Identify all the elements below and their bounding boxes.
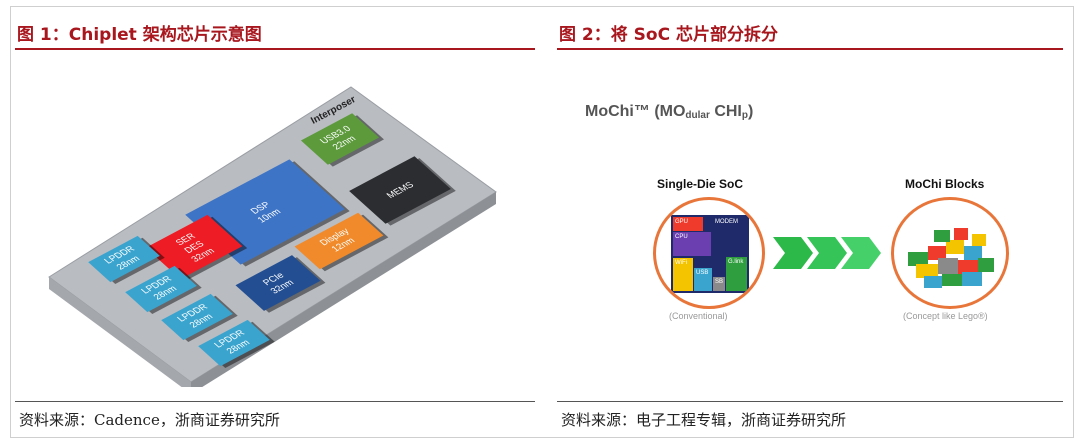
left-panel: 图 1：Chiplet 架构芯片示意图 Interposer USB3.0 22… (11, 7, 541, 437)
chiplet-diagram: Interposer USB3.0 22nm DSP 10nm MEMS SER… (41, 67, 521, 387)
right-source-rule (557, 401, 1063, 402)
chevron-arrow-2 (807, 237, 847, 269)
soc-block-cpu-label: CPU (675, 234, 688, 240)
lego-circle (891, 197, 1009, 309)
left-title-rule (15, 48, 535, 50)
mochi-heading: MoChi™ (MOdular CHIp) (585, 103, 753, 121)
figure-frame: 图 1：Chiplet 架构芯片示意图 Interposer USB3.0 22… (10, 6, 1074, 438)
soc-block-glink-label: G.link (728, 259, 744, 265)
chip-serdes-label: SER DES 32nm (172, 230, 217, 264)
mochi-blocks-label: MoChi Blocks (905, 177, 985, 191)
soc-block-cpu: CPU (673, 232, 711, 256)
mochi-heading-sub2: p (741, 110, 748, 121)
soc-block-glink: G.link (726, 257, 747, 291)
interposer-board: Interposer USB3.0 22nm DSP 10nm MEMS SER… (41, 67, 521, 387)
soc-block-usb-label: USB (696, 270, 709, 276)
left-source-rule (15, 401, 535, 402)
mochi-heading-sub1: dular (685, 110, 710, 121)
soc-block-modem-label: MODEM (715, 219, 738, 225)
soc-circle: GPU CPU MODEM WiFi USB G.link SB (653, 197, 765, 309)
interposer-left-face (49, 277, 191, 387)
left-source: 资料来源：Cadence，浙商证券研究所 (19, 411, 280, 429)
chip-pcie-label: PCIe 32nm (260, 270, 296, 296)
soc-block-wifi: WiFi (673, 258, 693, 291)
chevron-arrow-3 (841, 237, 881, 269)
right-panel: 图 2：将 SoC 芯片部分拆分 MoChi™ (MOdular CHIp) S… (551, 7, 1073, 437)
soc-block-gpu: GPU (673, 217, 703, 231)
chevron-arrow-1 (773, 237, 813, 269)
left-figure-title: 图 1：Chiplet 架构芯片示意图 (17, 25, 262, 45)
soc-die: GPU CPU MODEM WiFi USB G.link SB (671, 215, 749, 293)
right-source: 资料来源：电子工程专辑，浙商证券研究所 (561, 411, 847, 429)
single-die-label: Single-Die SoC (657, 177, 744, 191)
right-title-rule (557, 48, 1063, 50)
mochi-heading-main: MoChi™ (MO (585, 103, 686, 120)
soc-block-gpu-label: GPU (675, 219, 689, 225)
chip-usb-label: USB3.0 22nm (317, 123, 358, 152)
mochi-heading-close: ) (747, 103, 754, 120)
chip-mems-label: MEMS (383, 179, 416, 200)
chip-dsp-label: DSP 10nm (248, 199, 283, 225)
soc-block-sb: SB (713, 277, 725, 291)
lego-caption: (Concept like Lego®) (903, 311, 988, 321)
soc-block-wifi-label: WiFi (675, 260, 687, 266)
soc-block-modem: MODEM (713, 217, 747, 245)
mochi-heading-chi: CHI (709, 103, 742, 120)
soc-block-usb: USB (694, 268, 712, 291)
soc-block-sb-label: SB (715, 279, 724, 285)
lego-blocks-icon (908, 228, 994, 288)
chevron-arrows (773, 237, 881, 269)
conventional-caption: (Conventional) (669, 311, 728, 321)
right-figure-title: 图 2：将 SoC 芯片部分拆分 (559, 25, 778, 45)
